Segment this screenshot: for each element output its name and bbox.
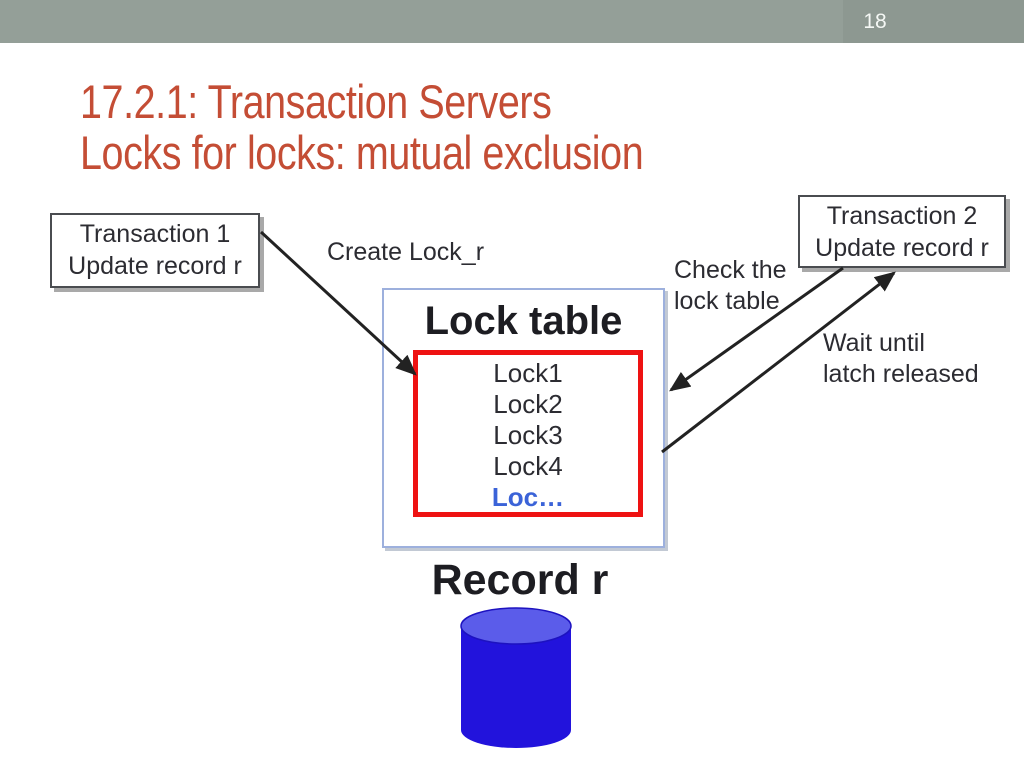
create-lock-label: Create Lock_r [327,238,485,266]
wait-latch-label: Wait until latch released [823,328,979,390]
check-label-line1: Check the [674,256,787,284]
check-label-line2: lock table [674,287,780,315]
lock-table-box: Lock table Lock1 Lock2 Lock3 Lock4 Loc… [382,288,665,548]
lock-table-title: Lock table [424,299,623,343]
slide-number: 18 [863,10,887,33]
lock-item-more: Loc… [491,482,565,512]
transaction2-line1: Transaction 2 [826,202,978,230]
transaction2-box: Transaction 2 Update record r [798,195,1006,268]
record-cylinder-icon [460,607,572,748]
title-line-2: Locks for locks: mutual exclusion [80,126,644,179]
slide-number-panel [843,0,1024,43]
transaction1-line1: Transaction 1 [79,220,231,248]
wait-label-line1: Wait until [823,329,925,357]
record-r-label: Record r [431,556,609,604]
slide-title: 17.2.1: Transaction Servers Locks for lo… [80,76,751,178]
wait-label-line2: latch released [823,360,979,388]
lock-list-box: Lock1 Lock2 Lock3 Lock4 Loc… [413,350,643,517]
transaction2-line2: Update record r [815,234,989,262]
lock-item: Lock3 [493,420,563,450]
transaction1-box: Transaction 1 Update record r [50,213,260,288]
lock-item: Lock4 [493,451,563,481]
check-lock-table-label: Check the lock table [674,255,787,317]
title-line-1: 17.2.1: Transaction Servers [80,75,552,128]
transaction1-line2: Update record r [68,252,242,280]
lock-item: Lock2 [493,389,563,419]
lock-item: Lock1 [493,358,563,388]
slide-header-bar: 18 [0,0,1024,43]
